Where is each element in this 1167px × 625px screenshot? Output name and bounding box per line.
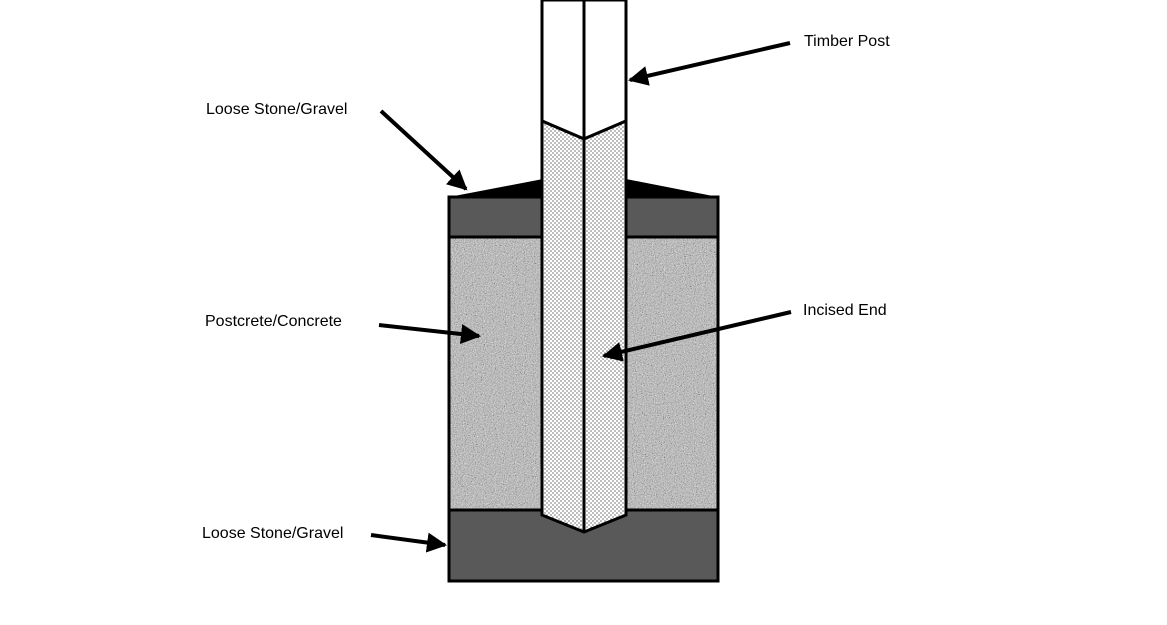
label-gravel-top: Loose Stone/Gravel [206, 101, 347, 118]
arrow-timber-post [628, 41, 791, 86]
label-concrete: Postcrete/Concrete [205, 313, 342, 330]
label-timber-post: Timber Post [804, 33, 890, 50]
label-incised-end: Incised End [803, 302, 887, 319]
arrow-gravel-bottom [370, 532, 447, 553]
arrow-incised-end [602, 310, 792, 362]
gravel-top-mound-right [626, 179, 718, 197]
label-gravel-bottom: Loose Stone/Gravel [202, 525, 343, 542]
arrow-gravel-top [379, 109, 468, 191]
gravel-top-mound [449, 179, 543, 197]
arrow-concrete [378, 323, 481, 344]
